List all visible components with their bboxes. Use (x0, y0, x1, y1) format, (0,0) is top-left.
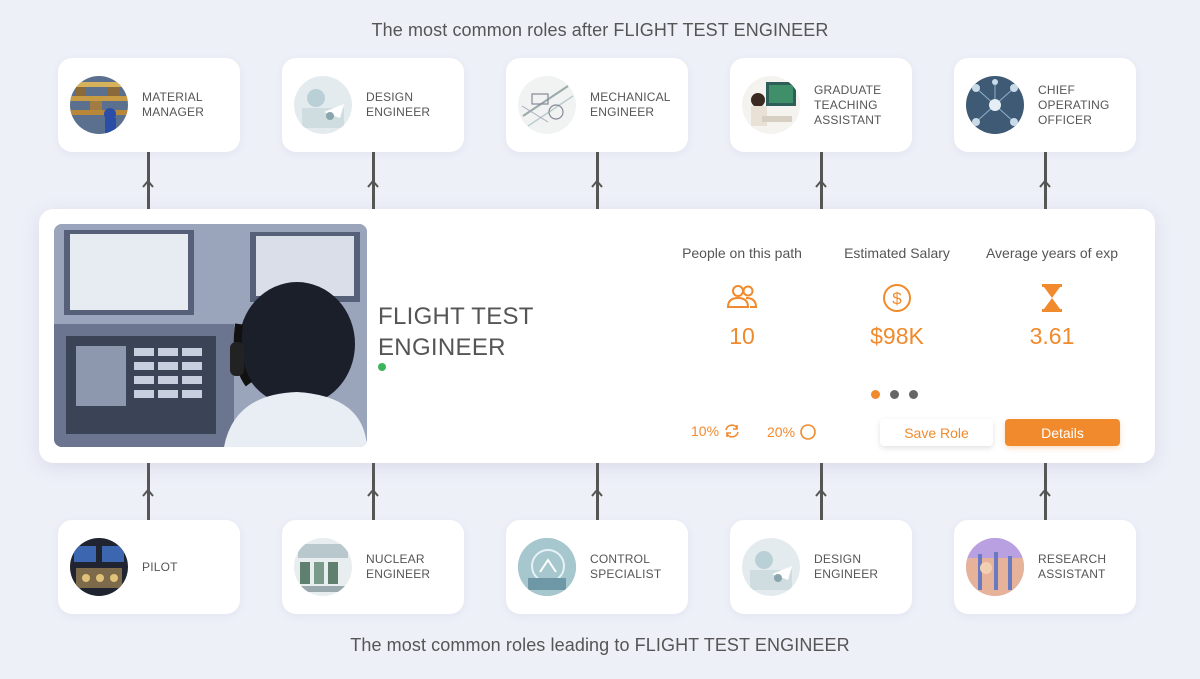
pct-indicator-1: 10% (691, 423, 741, 439)
role-label: CHIEF OPERATING OFFICER (1038, 82, 1110, 127)
role-card-material-manager[interactable]: MATERIAL MANAGER (58, 58, 240, 152)
role-card-control-specialist[interactable]: CONTROL SPECIALIST (506, 520, 688, 614)
role-card-chief-operating-officer[interactable]: CHIEF OPERATING OFFICER (954, 58, 1136, 152)
role-card-research-assistant[interactable]: RESEARCH ASSISTANT (954, 520, 1136, 614)
status-indicator (378, 363, 386, 371)
role-card-design-engineer-2[interactable]: DESIGN ENGINEER (730, 520, 912, 614)
role-card-mechanical-engineer[interactable]: MECHANICAL ENGINEER (506, 58, 688, 152)
hourglass-icon (977, 283, 1127, 313)
pager-dot[interactable] (909, 390, 918, 399)
role-image (966, 538, 1024, 596)
role-image (742, 538, 800, 596)
role-card-nuclear-engineer[interactable]: NUCLEAR ENGINEER (282, 520, 464, 614)
role-image (966, 76, 1024, 134)
stat-label: Estimated Salary (844, 245, 950, 261)
role-label: PILOT (142, 559, 178, 574)
role-image (70, 538, 128, 596)
role-card-design-engineer[interactable]: DESIGN ENGINEER (282, 58, 464, 152)
stat-people: People on this path 10 (667, 245, 817, 350)
stat-label: Average years of exp (985, 245, 1119, 261)
role-card-graduate-teaching-assistant[interactable]: GRADUATE TEACHING ASSISTANT (730, 58, 912, 152)
stat-label: People on this path (682, 245, 802, 261)
dollar-icon: $ (822, 283, 972, 313)
main-role-photo (54, 224, 367, 447)
stat-value: 3.61 (1029, 323, 1075, 349)
role-image (518, 538, 576, 596)
details-button[interactable]: Details (1005, 419, 1120, 446)
role-image (70, 76, 128, 134)
stat-experience: Average years of exp 3.61 (977, 245, 1127, 350)
roles-before-heading: The most common roles leading to FLIGHT … (350, 635, 850, 655)
pager-dot[interactable] (890, 390, 899, 399)
role-label: NUCLEAR ENGINEER (366, 552, 431, 581)
role-label: MATERIAL MANAGER (142, 90, 205, 119)
role-label: GRADUATE TEACHING ASSISTANT (814, 82, 882, 127)
role-image (742, 76, 800, 134)
role-image (294, 538, 352, 596)
people-icon (667, 283, 817, 313)
role-label: CONTROL SPECIALIST (590, 552, 662, 581)
svg-text:$: $ (892, 289, 902, 308)
carousel-pager (871, 390, 918, 399)
main-role-card: FLIGHT TEST ENGINEER People on this path… (39, 209, 1155, 463)
roles-after-heading: The most common roles after FLIGHT TEST … (371, 20, 829, 40)
circle-icon (800, 424, 816, 440)
role-label: DESIGN ENGINEER (814, 552, 879, 581)
role-label: MECHANICAL ENGINEER (590, 90, 671, 119)
role-card-pilot[interactable]: PILOT (58, 520, 240, 614)
refresh-icon (725, 424, 739, 438)
role-label: RESEARCH ASSISTANT (1038, 552, 1107, 581)
pct-indicator-2: 20% (767, 423, 817, 441)
main-role-title: FLIGHT TEST ENGINEER (378, 303, 534, 361)
stat-salary: Estimated Salary $ $98K (822, 245, 972, 350)
role-image (294, 76, 352, 134)
save-role-button[interactable]: Save Role (880, 419, 993, 446)
role-label: DESIGN ENGINEER (366, 90, 431, 119)
pct-value: 10% (691, 423, 720, 439)
stat-value: 10 (729, 323, 755, 349)
pct-value: 20% (767, 424, 796, 440)
role-image (518, 76, 576, 134)
stat-value: $98K (870, 323, 924, 349)
pager-dot[interactable] (871, 390, 880, 399)
